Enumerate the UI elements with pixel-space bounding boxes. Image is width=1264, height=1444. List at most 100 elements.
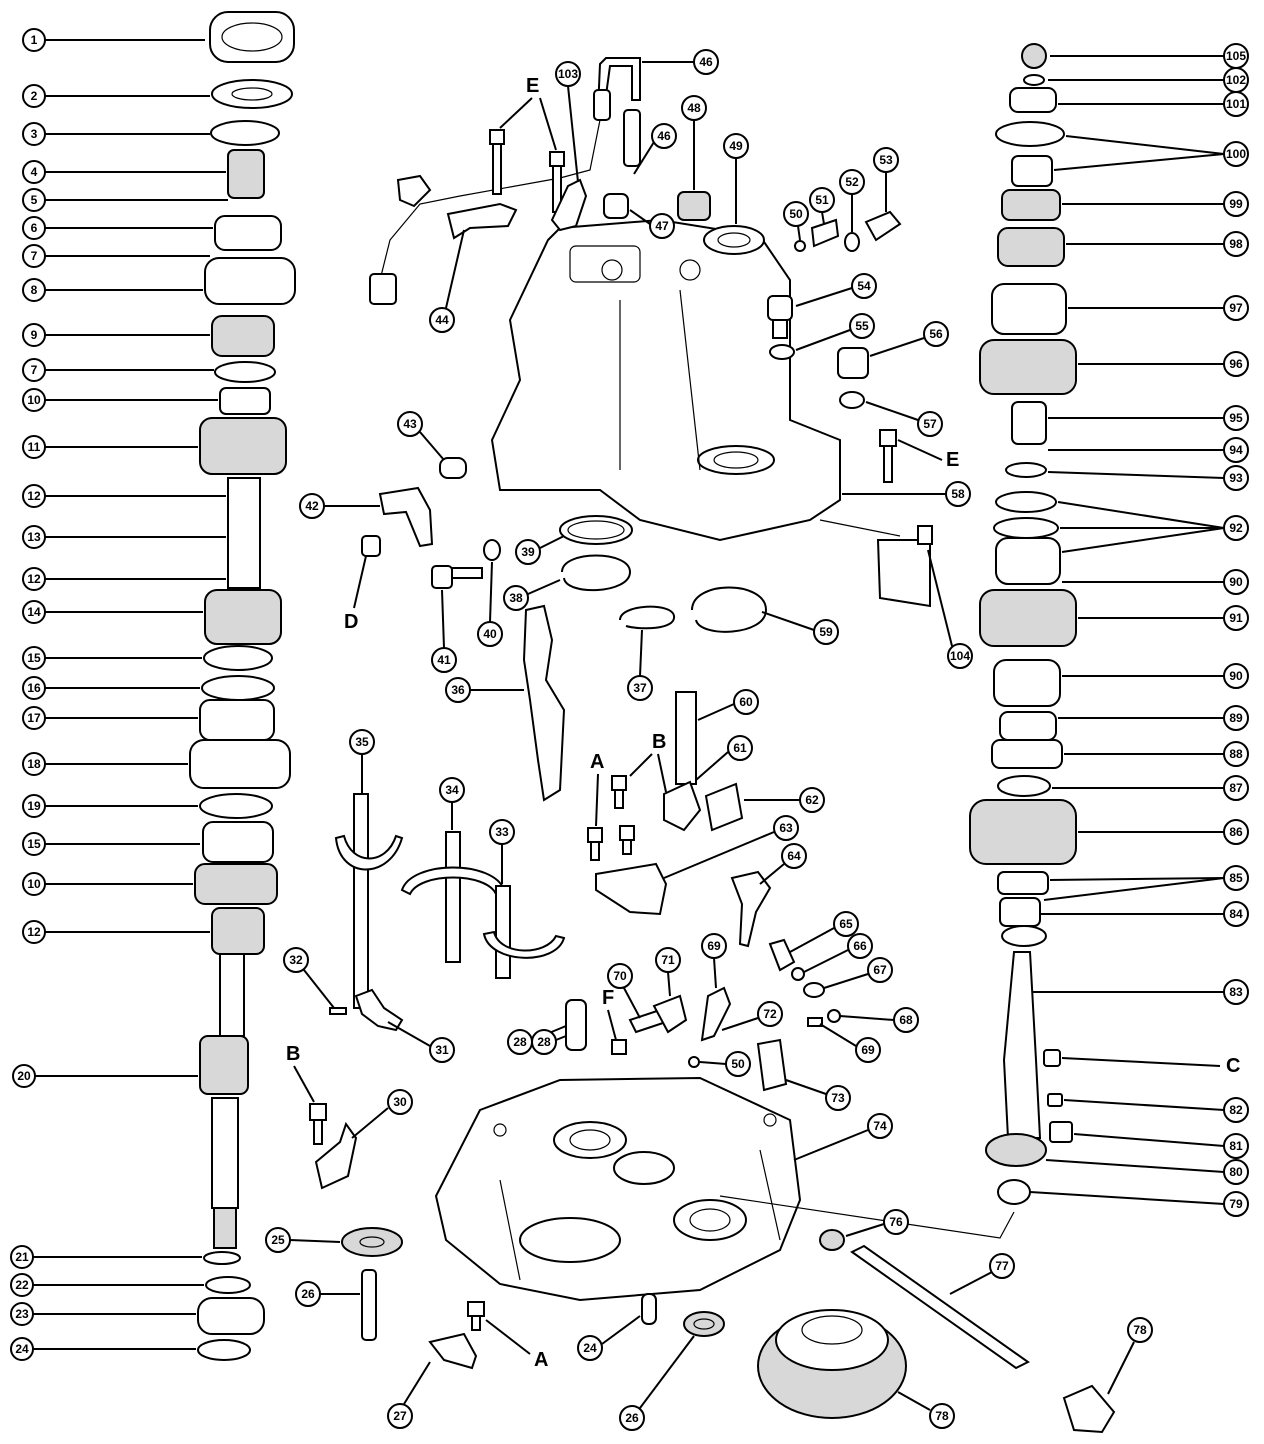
- svg-text:12: 12: [27, 489, 41, 503]
- callout-85: 85: [1043, 865, 1249, 901]
- svg-text:105: 105: [1226, 49, 1246, 63]
- callout-20: 20: [12, 1064, 198, 1088]
- callout-91: 91: [1078, 605, 1249, 631]
- callout-95: 95: [1048, 405, 1249, 431]
- callout-44: 44: [429, 229, 465, 333]
- shift-forks: [329, 793, 566, 1032]
- svg-text:12: 12: [27, 925, 41, 939]
- svg-text:77: 77: [995, 1259, 1009, 1273]
- upper-small-parts: [361, 57, 933, 802]
- callout-5: 5: [22, 188, 228, 212]
- callout-2: 2: [22, 84, 210, 108]
- callout-38: 38: [503, 579, 561, 611]
- callout-23: 23: [10, 1302, 196, 1326]
- callout-79: 79: [1029, 1191, 1249, 1217]
- svg-text:53: 53: [879, 153, 893, 167]
- callout-105: 105: [1050, 43, 1249, 69]
- svg-text:10: 10: [27, 877, 41, 891]
- callout-21: 21: [10, 1245, 202, 1269]
- svg-text:18: 18: [27, 757, 41, 771]
- svg-text:87: 87: [1229, 781, 1243, 795]
- callout-58: 58: [842, 481, 971, 507]
- letter-d: D: [344, 555, 367, 633]
- callout-89: 89: [1058, 705, 1249, 731]
- callout-51: 51: [809, 187, 835, 225]
- callout-15b: 15: [22, 832, 200, 856]
- callout-88: 88: [1064, 741, 1249, 767]
- letter-b-left: B: [286, 1043, 315, 1103]
- svg-text:67: 67: [873, 963, 887, 977]
- svg-text:A: A: [534, 1349, 548, 1371]
- callout-84: 84: [1040, 901, 1249, 927]
- callout-75: 76: [845, 1209, 909, 1237]
- svg-text:63: 63: [779, 821, 793, 835]
- svg-text:49: 49: [729, 139, 743, 153]
- callout-92: 92: [1057, 501, 1249, 553]
- callout-1: 1: [22, 28, 205, 52]
- svg-text:64: 64: [787, 849, 801, 863]
- svg-text:94: 94: [1229, 443, 1243, 457]
- svg-text:33: 33: [495, 825, 509, 839]
- svg-text:25: 25: [271, 1233, 285, 1247]
- callout-81: 81: [1073, 1133, 1249, 1159]
- callout-102: 102: [1048, 67, 1249, 93]
- svg-text:82: 82: [1229, 1103, 1243, 1117]
- lower-small-parts: [309, 691, 841, 1190]
- svg-text:4: 4: [31, 165, 38, 179]
- callout-47: 47: [629, 209, 675, 239]
- callout-90: 90: [1062, 569, 1249, 595]
- callout-18: 18: [22, 752, 188, 776]
- callout-65: 65: [789, 911, 859, 953]
- svg-text:47: 47: [655, 219, 669, 233]
- right-callouts: 105 102 101 100 99 98 97 96 95 94 93 92 …: [1029, 43, 1249, 1217]
- svg-text:92: 92: [1229, 521, 1243, 535]
- callout-90b: 90: [1062, 663, 1249, 689]
- svg-text:50: 50: [789, 207, 803, 221]
- callout-70: 70: [607, 963, 641, 1019]
- callout-39: 39: [515, 535, 565, 565]
- callout-14: 14: [22, 600, 203, 624]
- svg-text:69: 69: [861, 1043, 875, 1057]
- callout-74: 74: [793, 1113, 893, 1161]
- callout-50b: 50: [699, 1051, 751, 1077]
- callout-42: 42: [299, 493, 380, 519]
- callout-103: 103: [555, 61, 581, 183]
- lower-small-callouts: 60 61 62 B A 63 64 65 66 67 68 69 70 71 …: [286, 689, 919, 1139]
- svg-text:17: 17: [27, 711, 41, 725]
- svg-text:44: 44: [435, 313, 449, 327]
- upper-callouts: E 46 103 48 49 46 47 44 50 51 52 53 54 5…: [299, 49, 973, 703]
- svg-text:39: 39: [521, 545, 535, 559]
- svg-text:58: 58: [951, 487, 965, 501]
- callout-59: 59: [761, 611, 839, 645]
- svg-text:78: 78: [1133, 1323, 1147, 1337]
- callout-100: 100: [1053, 135, 1249, 171]
- svg-text:57: 57: [923, 417, 937, 431]
- callout-53: 53: [873, 147, 899, 212]
- svg-text:54: 54: [857, 279, 871, 293]
- svg-text:10: 10: [27, 393, 41, 407]
- callout-94: 94: [1048, 437, 1249, 463]
- callout-52: 52: [839, 169, 865, 232]
- callout-36: 36: [445, 677, 524, 703]
- callout-35: 35: [349, 729, 375, 794]
- svg-text:37: 37: [633, 681, 647, 695]
- callout-49: 49: [723, 133, 749, 224]
- callout-31: 31: [387, 1021, 455, 1063]
- svg-text:97: 97: [1229, 301, 1243, 315]
- callout-33: 33: [489, 819, 515, 884]
- callout-41: 41: [431, 589, 457, 673]
- svg-text:7: 7: [31, 363, 38, 377]
- svg-text:11: 11: [28, 440, 41, 454]
- svg-text:B: B: [286, 1043, 300, 1065]
- svg-text:40: 40: [483, 627, 497, 641]
- svg-text:31: 31: [435, 1043, 449, 1057]
- svg-text:85: 85: [1229, 871, 1243, 885]
- callout-40: 40: [477, 561, 503, 647]
- callout-46-mid: 46: [633, 123, 677, 175]
- svg-text:59: 59: [819, 625, 833, 639]
- svg-text:51: 51: [815, 193, 829, 207]
- callout-67: 67: [823, 957, 893, 989]
- svg-text:86: 86: [1229, 825, 1243, 839]
- callout-43: 43: [397, 411, 445, 461]
